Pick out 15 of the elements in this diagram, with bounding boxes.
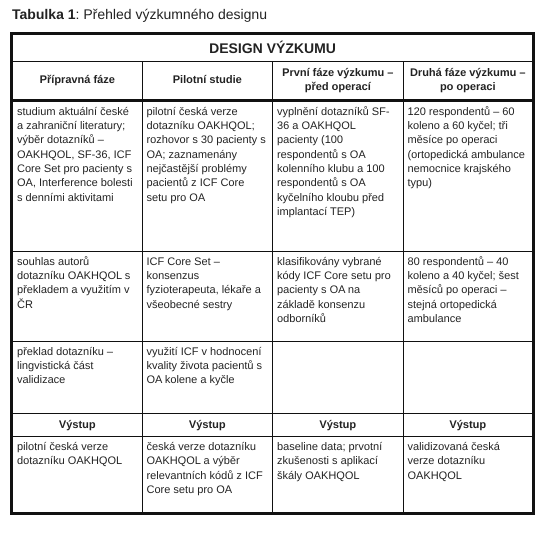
column-header: První fáze výzkumu – před operací <box>272 62 403 100</box>
phase-description: překlad dotazníku – lingvistická část validizace <box>12 341 142 414</box>
phase-description: pilotní česká verze dotazníku OAKHQOL; rozhovor s 30 pacienty s OA; zaznamenány nejčastější problémy pacientů z ICF Core setu pro OA <box>142 100 272 252</box>
output-header: Výstup <box>142 413 272 437</box>
phase-description: využití ICF v hodnocení kvality života pacientů s OA kolene a kyčle <box>142 341 272 414</box>
column-header: Pilotní studie <box>142 62 272 100</box>
output-header: Výstup <box>12 413 142 437</box>
phase-description: studium aktuální české a zahraniční literatury; výběr dotazníků – OAKHQOL, SF-36, ICF Core Set pro pacienty s OA, Interference bolesti s denními aktivitami <box>12 100 142 252</box>
phase-description: klasifikovány vybrané kódy ICF Core setu pro pacienty s OA na základě konsenzu odborníků <box>272 251 403 342</box>
table-title: Tabulka 1: Přehled výzkumného designu <box>12 6 268 22</box>
phase-description: vyplnění dotazníků SF-36 a OAKHQOL pacienty (100 respondentů s OA kolenního klubu a 100 respondentů s OA kyčelního kloubu před implantací TEP) <box>272 100 403 252</box>
phase-description: souhlas autorů dotazníku OAKHQOL s překladem a využitím v ČR <box>12 251 142 342</box>
output-header: Výstup <box>272 413 403 437</box>
column-header: Přípravná fáze <box>12 62 142 100</box>
phase-description: ICF Core Set – konsenzus fyzioterapeuta, lékaře a všeobecné sestry <box>142 251 272 342</box>
